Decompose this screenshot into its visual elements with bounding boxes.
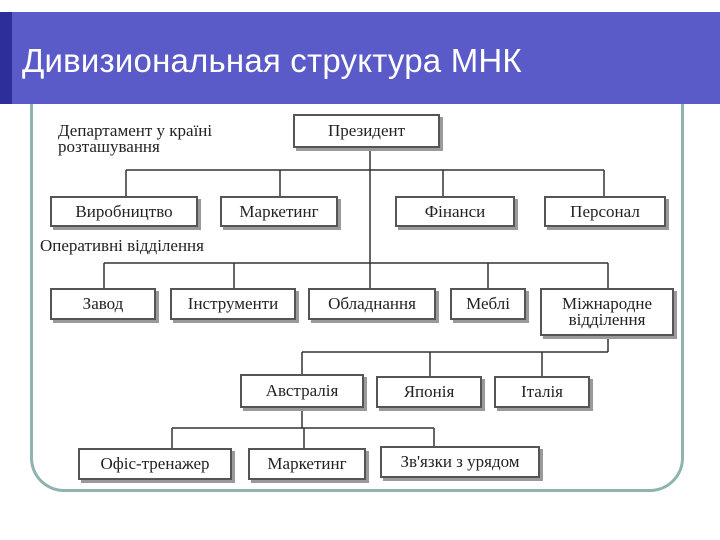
function-production: Виробництво [50, 196, 198, 227]
country-australia: Австралія [240, 374, 364, 408]
unit-marketing: Маркетинг [248, 448, 366, 480]
slide-title: Дивизиональная структура МНК [22, 42, 522, 79]
content-frame [30, 104, 684, 492]
title-underline [0, 110, 638, 112]
country-department-label-line1: Департамент у країні [58, 121, 213, 140]
division-international-line2: відділення [568, 310, 646, 329]
operating-divisions-label: Оперативні відділення [40, 236, 204, 255]
division-international-line1: Міжнародне [561, 294, 653, 313]
division-equipment: Обладнання [308, 288, 436, 320]
function-marketing: Маркетинг [220, 196, 338, 227]
division-furniture: Меблі [450, 288, 526, 320]
country-italy: Італія [494, 376, 590, 408]
function-personnel: Персонал [544, 196, 666, 227]
unit-office-trainer: Офіс-тренажер [78, 448, 232, 480]
title-bar: Дивизиональная структура МНК [0, 12, 720, 112]
title-accent [0, 12, 12, 104]
country-japan: Японія [376, 376, 482, 408]
division-tools: Інструменти [170, 288, 296, 320]
unit-government-relations: Зв'язки з урядом [380, 446, 540, 478]
country-department-label-line2: розташування [58, 137, 160, 156]
function-finance: Фінанси [395, 196, 515, 227]
president-box: Президент [293, 114, 440, 148]
division-international: Міжнародне відділення [540, 288, 674, 336]
division-plant: Завод [50, 288, 156, 320]
country-department-label: Департамент у країні розташування [58, 121, 213, 156]
